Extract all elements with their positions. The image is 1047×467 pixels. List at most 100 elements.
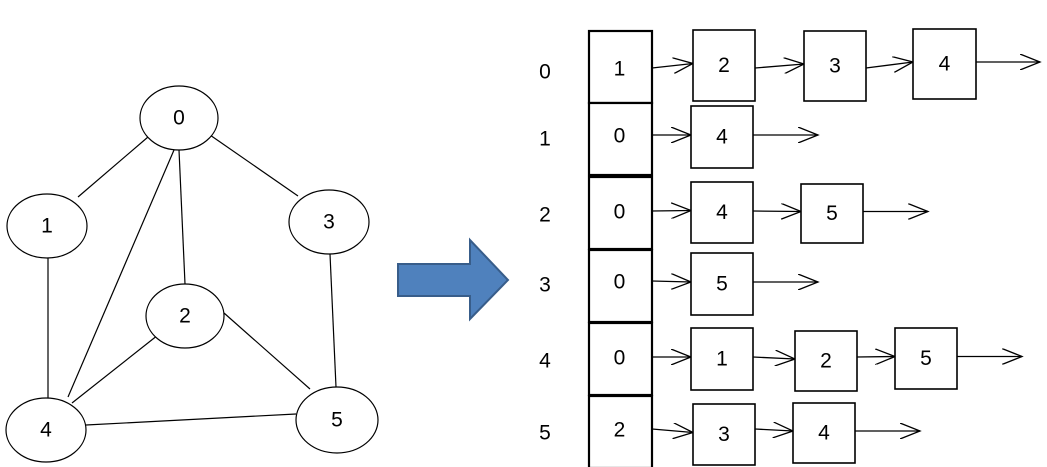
right-arrow-shape bbox=[397, 237, 510, 322]
link-arrow bbox=[651, 211, 691, 212]
list-node-box bbox=[690, 327, 754, 391]
graph-node-label: 1 bbox=[41, 215, 53, 238]
graph-edge-2-5 bbox=[223, 312, 311, 390]
list-node-label: 4 bbox=[716, 126, 728, 149]
list-node-box bbox=[912, 28, 977, 100]
list-node-box bbox=[800, 183, 864, 244]
link-arrow bbox=[754, 64, 804, 68]
graph-edge-0-3 bbox=[209, 134, 299, 197]
head-node: 0 bbox=[587, 321, 654, 397]
list-node: 3 bbox=[803, 30, 867, 102]
graph-node-label: 5 bbox=[331, 409, 343, 432]
link-arrow bbox=[651, 64, 693, 69]
graph-node-2: 2 bbox=[145, 283, 225, 349]
graph-node-circle bbox=[6, 193, 88, 259]
vertex-index-label: 3 bbox=[539, 274, 551, 297]
graph-node-circle bbox=[288, 189, 370, 255]
list-node-label: 1 bbox=[716, 348, 728, 371]
graph-node-label: 4 bbox=[40, 419, 52, 442]
list-node-label: 3 bbox=[718, 423, 730, 446]
list-node-label: 4 bbox=[716, 201, 728, 224]
link-arrow bbox=[752, 357, 795, 359]
vertex-index-label: 2 bbox=[539, 204, 551, 227]
list-node-label: 5 bbox=[920, 347, 932, 370]
list-node-box bbox=[692, 29, 756, 102]
link-arrow bbox=[865, 62, 913, 68]
head-node-label: 1 bbox=[614, 58, 626, 81]
graph-edge-0-2 bbox=[178, 149, 186, 285]
graph-node-1: 1 bbox=[6, 193, 88, 259]
head-node-label: 0 bbox=[614, 271, 626, 294]
head-node-label: 2 bbox=[614, 419, 626, 442]
graph-node-label: 2 bbox=[179, 305, 191, 328]
list-node-box bbox=[894, 327, 958, 390]
list-node-box bbox=[690, 105, 754, 169]
list-node-box bbox=[692, 403, 756, 466]
head-node: 0 bbox=[587, 101, 654, 177]
list-node: 4 bbox=[792, 402, 856, 464]
list-node: 4 bbox=[912, 28, 977, 100]
graph-node-circle bbox=[139, 85, 219, 151]
graph-node-label: 0 bbox=[173, 107, 185, 130]
list-node-label: 4 bbox=[818, 422, 830, 445]
graph-node-circle bbox=[5, 397, 87, 463]
list-node-box bbox=[792, 402, 856, 464]
graph-node-circle bbox=[145, 283, 225, 349]
graph-edge-0-4 bbox=[67, 149, 175, 398]
list-node-box bbox=[690, 181, 754, 244]
head-node-label: 0 bbox=[614, 347, 626, 370]
graph-node-5: 5 bbox=[295, 386, 379, 454]
link-arrow bbox=[856, 357, 895, 358]
head-node-box bbox=[587, 248, 654, 324]
graph-edge-2-4 bbox=[71, 334, 159, 404]
graph-node-3: 3 bbox=[288, 189, 370, 255]
adjacency-row-1: 1 0 4 bbox=[539, 101, 818, 177]
graph-edge-4-5 bbox=[85, 413, 297, 426]
list-node-box bbox=[794, 330, 858, 392]
head-node-box bbox=[587, 394, 654, 467]
vertex-index-label: 1 bbox=[539, 128, 551, 151]
head-node-label: 0 bbox=[614, 201, 626, 224]
list-node: 5 bbox=[690, 252, 754, 316]
adjacency-row-3: 3 0 5 bbox=[539, 248, 818, 324]
head-node: 1 bbox=[587, 29, 654, 105]
list-node: 2 bbox=[692, 29, 756, 102]
list-node: 1 bbox=[690, 327, 754, 391]
list-node: 3 bbox=[692, 403, 756, 466]
graph-node-label: 3 bbox=[323, 211, 335, 234]
adjacency-row-0: 0 1 2 3 4 bbox=[539, 28, 1040, 105]
link-arrow bbox=[651, 281, 691, 282]
list-node-label: 3 bbox=[829, 55, 841, 78]
list-node-label: 5 bbox=[716, 273, 728, 296]
graph-edge-3-5 bbox=[329, 253, 337, 388]
head-node: 0 bbox=[587, 248, 654, 324]
vertex-index-label: 4 bbox=[539, 350, 551, 373]
list-node-box bbox=[803, 30, 867, 102]
adjacency-row-5: 5 2 3 4 bbox=[539, 394, 920, 467]
graph-node-circle bbox=[295, 386, 379, 454]
list-node: 5 bbox=[894, 327, 958, 390]
head-node-label: 0 bbox=[614, 125, 626, 148]
list-node: 5 bbox=[800, 183, 864, 244]
link-arrow bbox=[752, 211, 801, 212]
list-node: 4 bbox=[690, 181, 754, 244]
list-node-label: 4 bbox=[939, 53, 951, 76]
list-node: 2 bbox=[794, 330, 858, 392]
list-node-label: 2 bbox=[820, 350, 832, 373]
head-node: 2 bbox=[587, 394, 654, 467]
undirected-graph: 0 1 2 3 4 5 bbox=[5, 85, 379, 463]
vertex-index-label: 5 bbox=[539, 422, 551, 445]
vertex-index-label: 0 bbox=[539, 61, 551, 84]
transform-arrow-icon bbox=[397, 237, 510, 322]
graph-node-4: 4 bbox=[5, 397, 87, 463]
link-arrow bbox=[651, 429, 693, 433]
list-node-box bbox=[690, 252, 754, 316]
list-node-label: 2 bbox=[718, 54, 730, 77]
graph-node-0: 0 bbox=[139, 85, 219, 151]
head-node: 0 bbox=[587, 175, 654, 251]
graph-edge-0-1 bbox=[77, 136, 149, 198]
list-node-label: 5 bbox=[826, 202, 838, 225]
